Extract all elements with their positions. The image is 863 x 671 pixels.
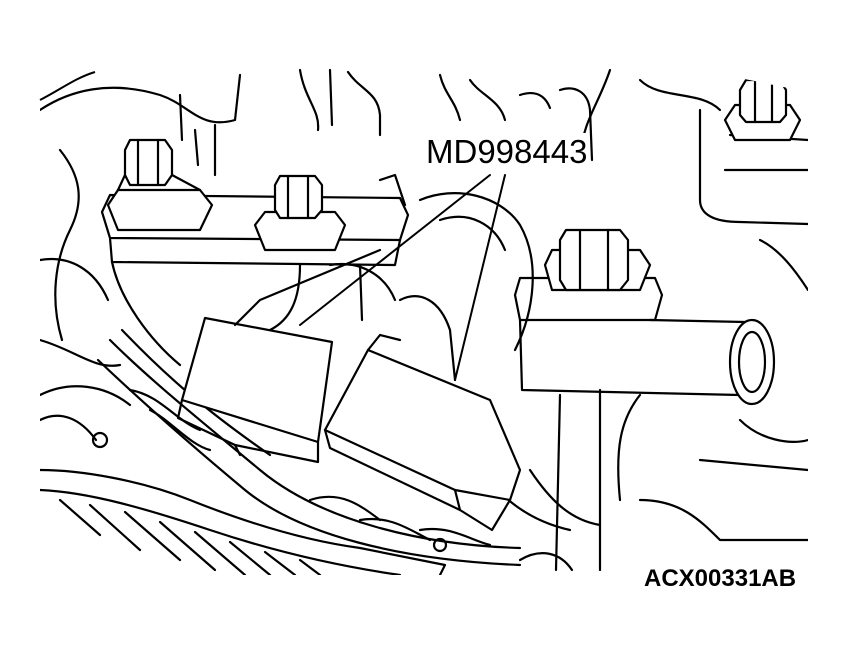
figure-code: ACX00331AB: [644, 565, 797, 592]
callout-leaders: [299, 174, 506, 381]
bolt-3: [543, 228, 652, 292]
cover-plate: [40, 431, 574, 575]
bolt-2: [253, 174, 347, 252]
tool-block-right: [323, 333, 522, 532]
wiring-harness: [96, 328, 602, 567]
bolt-1: [106, 138, 214, 232]
tool-block-left: [176, 248, 382, 464]
bolt-4: [723, 78, 802, 142]
illustration-frame: [39, 71, 96, 101]
tool-callout-label: MD998443: [424, 133, 590, 171]
camshaft-journal: [328, 173, 534, 382]
